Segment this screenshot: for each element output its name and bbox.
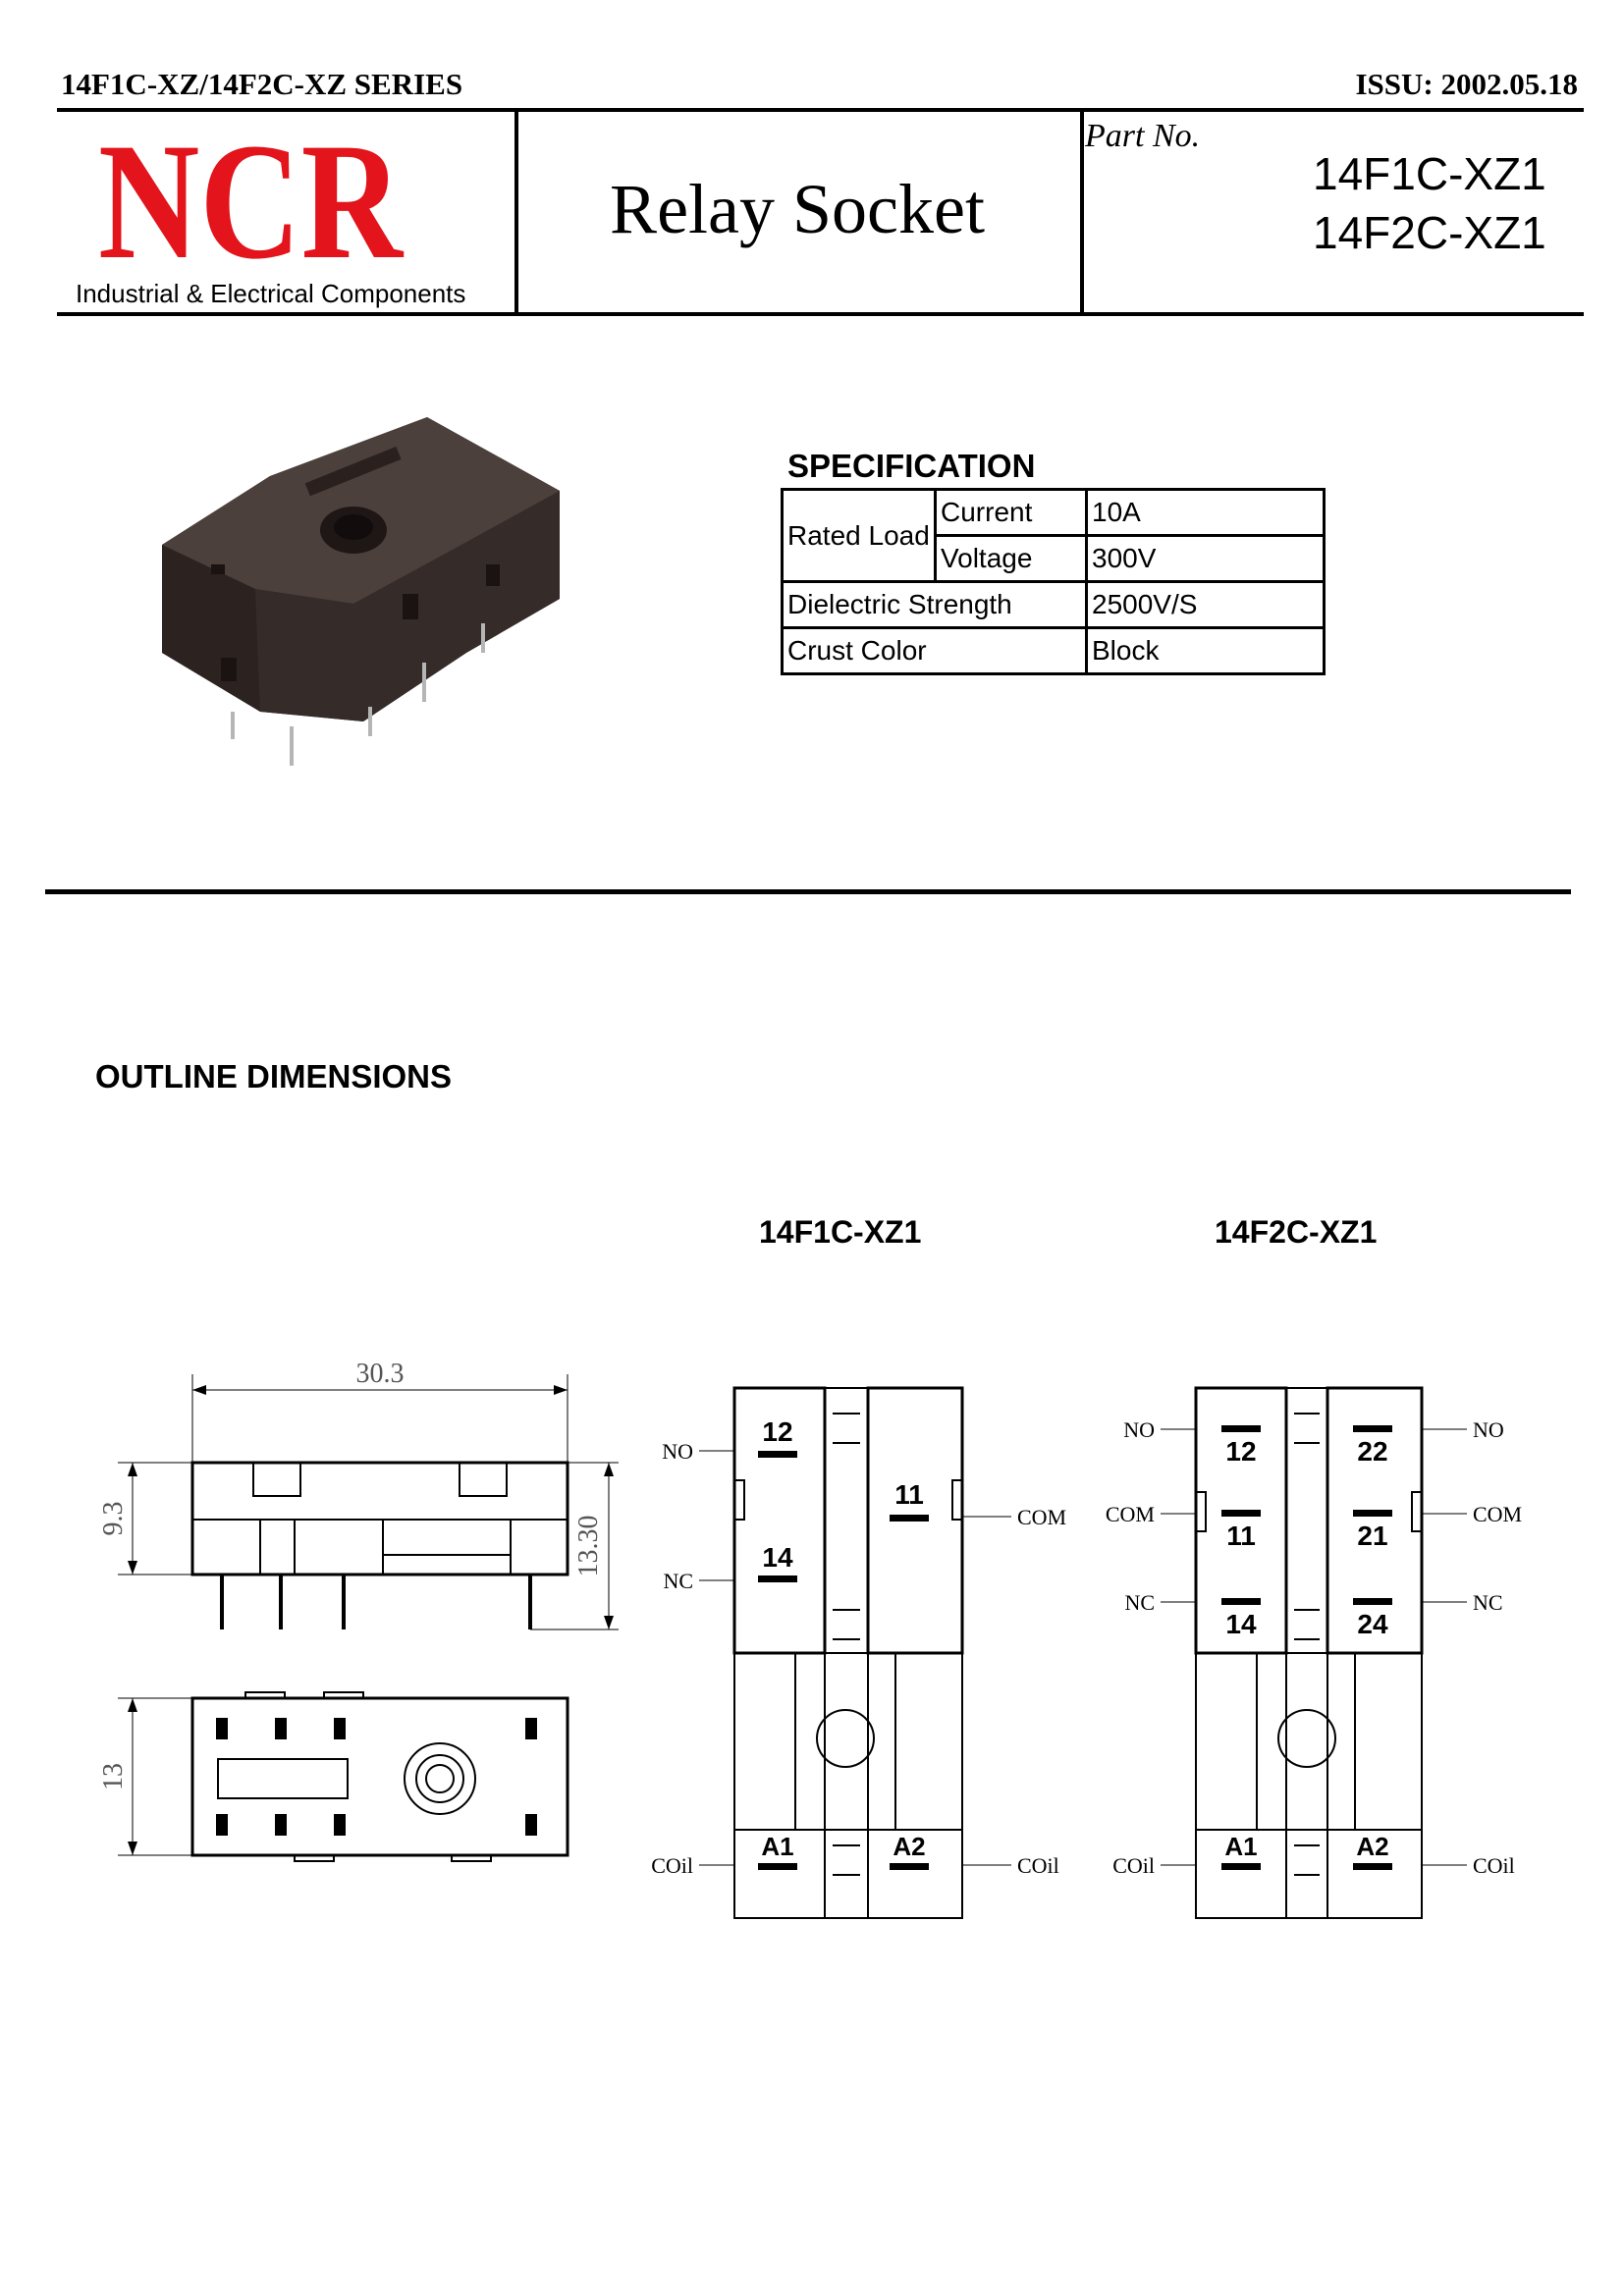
model-2-caption: 14F2C-XZ1: [1215, 1214, 1378, 1250]
label-no: NO: [662, 1439, 693, 1464]
section-divider: [45, 889, 1571, 894]
model-1-pinout-drawing: 12 14 11 A1 A2 NO NC COM COil COil: [651, 1386, 1066, 1919]
pin-a2: A2: [1356, 1832, 1388, 1861]
spec-row-current: Rated Load Current 10A: [781, 488, 1326, 583]
dim-width: 30.3: [356, 1359, 405, 1389]
label-coil-left: COil: [651, 1853, 693, 1878]
spec-row-voltage: Voltage 300V: [783, 534, 1326, 583]
pin-11: 11: [1226, 1521, 1256, 1551]
pin-11: 11: [894, 1479, 924, 1510]
dielectric-label: Dielectric Strength: [781, 580, 1088, 629]
header-rule-top: [57, 108, 1584, 112]
model-2-pinout-drawing: 12 11 14 22 21 24 A1 A2 NO COM NC NO COM…: [1106, 1386, 1522, 1919]
product-photo: [162, 417, 560, 766]
dielectric-value: 2500V/S: [1085, 580, 1326, 629]
label-no-right: NO: [1473, 1417, 1504, 1442]
pin-a1: A1: [761, 1832, 793, 1861]
header-divider-1: [514, 112, 518, 312]
label-com: COM: [1017, 1505, 1066, 1529]
pin-21: 21: [1357, 1521, 1387, 1551]
spec-title: SPECIFICATION: [787, 448, 1036, 484]
header-divider-2: [1080, 112, 1084, 312]
current-label: Current: [934, 488, 1088, 537]
document-title: Relay Socket: [610, 170, 985, 248]
model-1-caption: 14F1C-XZ1: [759, 1214, 922, 1250]
pin-14: 14: [762, 1542, 793, 1573]
spec-row-dielectric: Dielectric Strength 2500V/S: [781, 580, 1326, 629]
issue-date: ISSU: 2002.05.18: [1355, 67, 1578, 101]
outline-title: OUTLINE DIMENSIONS: [95, 1058, 453, 1095]
part-number-2: 14F2C-XZ1: [1313, 207, 1546, 258]
pin-a1: A1: [1224, 1832, 1257, 1861]
company-tagline: Industrial & Electrical Components: [76, 279, 466, 308]
part-no-label: Part No.: [1085, 118, 1201, 154]
label-com-left: COM: [1106, 1502, 1155, 1526]
series-title: 14F1C-XZ/14F2C-XZ SERIES: [61, 67, 463, 101]
color-label: Crust Color: [781, 626, 1088, 675]
label-nc-left: NC: [1124, 1590, 1155, 1615]
side-top-view-drawing: 30.3 9.3 13.30 13: [98, 1359, 619, 1862]
pin-12: 12: [762, 1416, 792, 1447]
label-nc: NC: [663, 1569, 693, 1593]
ncr-logo: NCR: [98, 135, 405, 267]
dim-total-height: 13.30: [573, 1516, 604, 1577]
voltage-value: 300V: [1085, 534, 1326, 583]
label-nc-right: NC: [1473, 1590, 1503, 1615]
rated-load-label: Rated Load: [781, 488, 937, 583]
pin-22: 22: [1357, 1436, 1387, 1467]
part-number-1: 14F1C-XZ1: [1313, 148, 1546, 199]
spec-table: Rated Load Current 10A Voltage 300V Diel…: [781, 488, 1326, 675]
logo-text: NCR: [98, 135, 405, 267]
pin-a2: A2: [893, 1832, 925, 1861]
pin-12: 12: [1225, 1436, 1256, 1467]
dim-depth: 13: [98, 1763, 129, 1790]
label-coil-left: COil: [1112, 1853, 1155, 1878]
current-value: 10A: [1085, 488, 1326, 537]
label-coil-right: COil: [1017, 1853, 1059, 1878]
spec-row-color: Crust Color Block: [781, 626, 1326, 675]
pin-14: 14: [1225, 1609, 1257, 1639]
pin-24: 24: [1357, 1609, 1388, 1639]
dim-height: 9.3: [98, 1502, 129, 1536]
voltage-label: Voltage: [934, 534, 1088, 583]
label-com-right: COM: [1473, 1502, 1522, 1526]
color-value: Block: [1085, 626, 1326, 675]
header-rule-bottom: [57, 312, 1584, 316]
label-coil-right: COil: [1473, 1853, 1515, 1878]
label-no-left: NO: [1123, 1417, 1155, 1442]
